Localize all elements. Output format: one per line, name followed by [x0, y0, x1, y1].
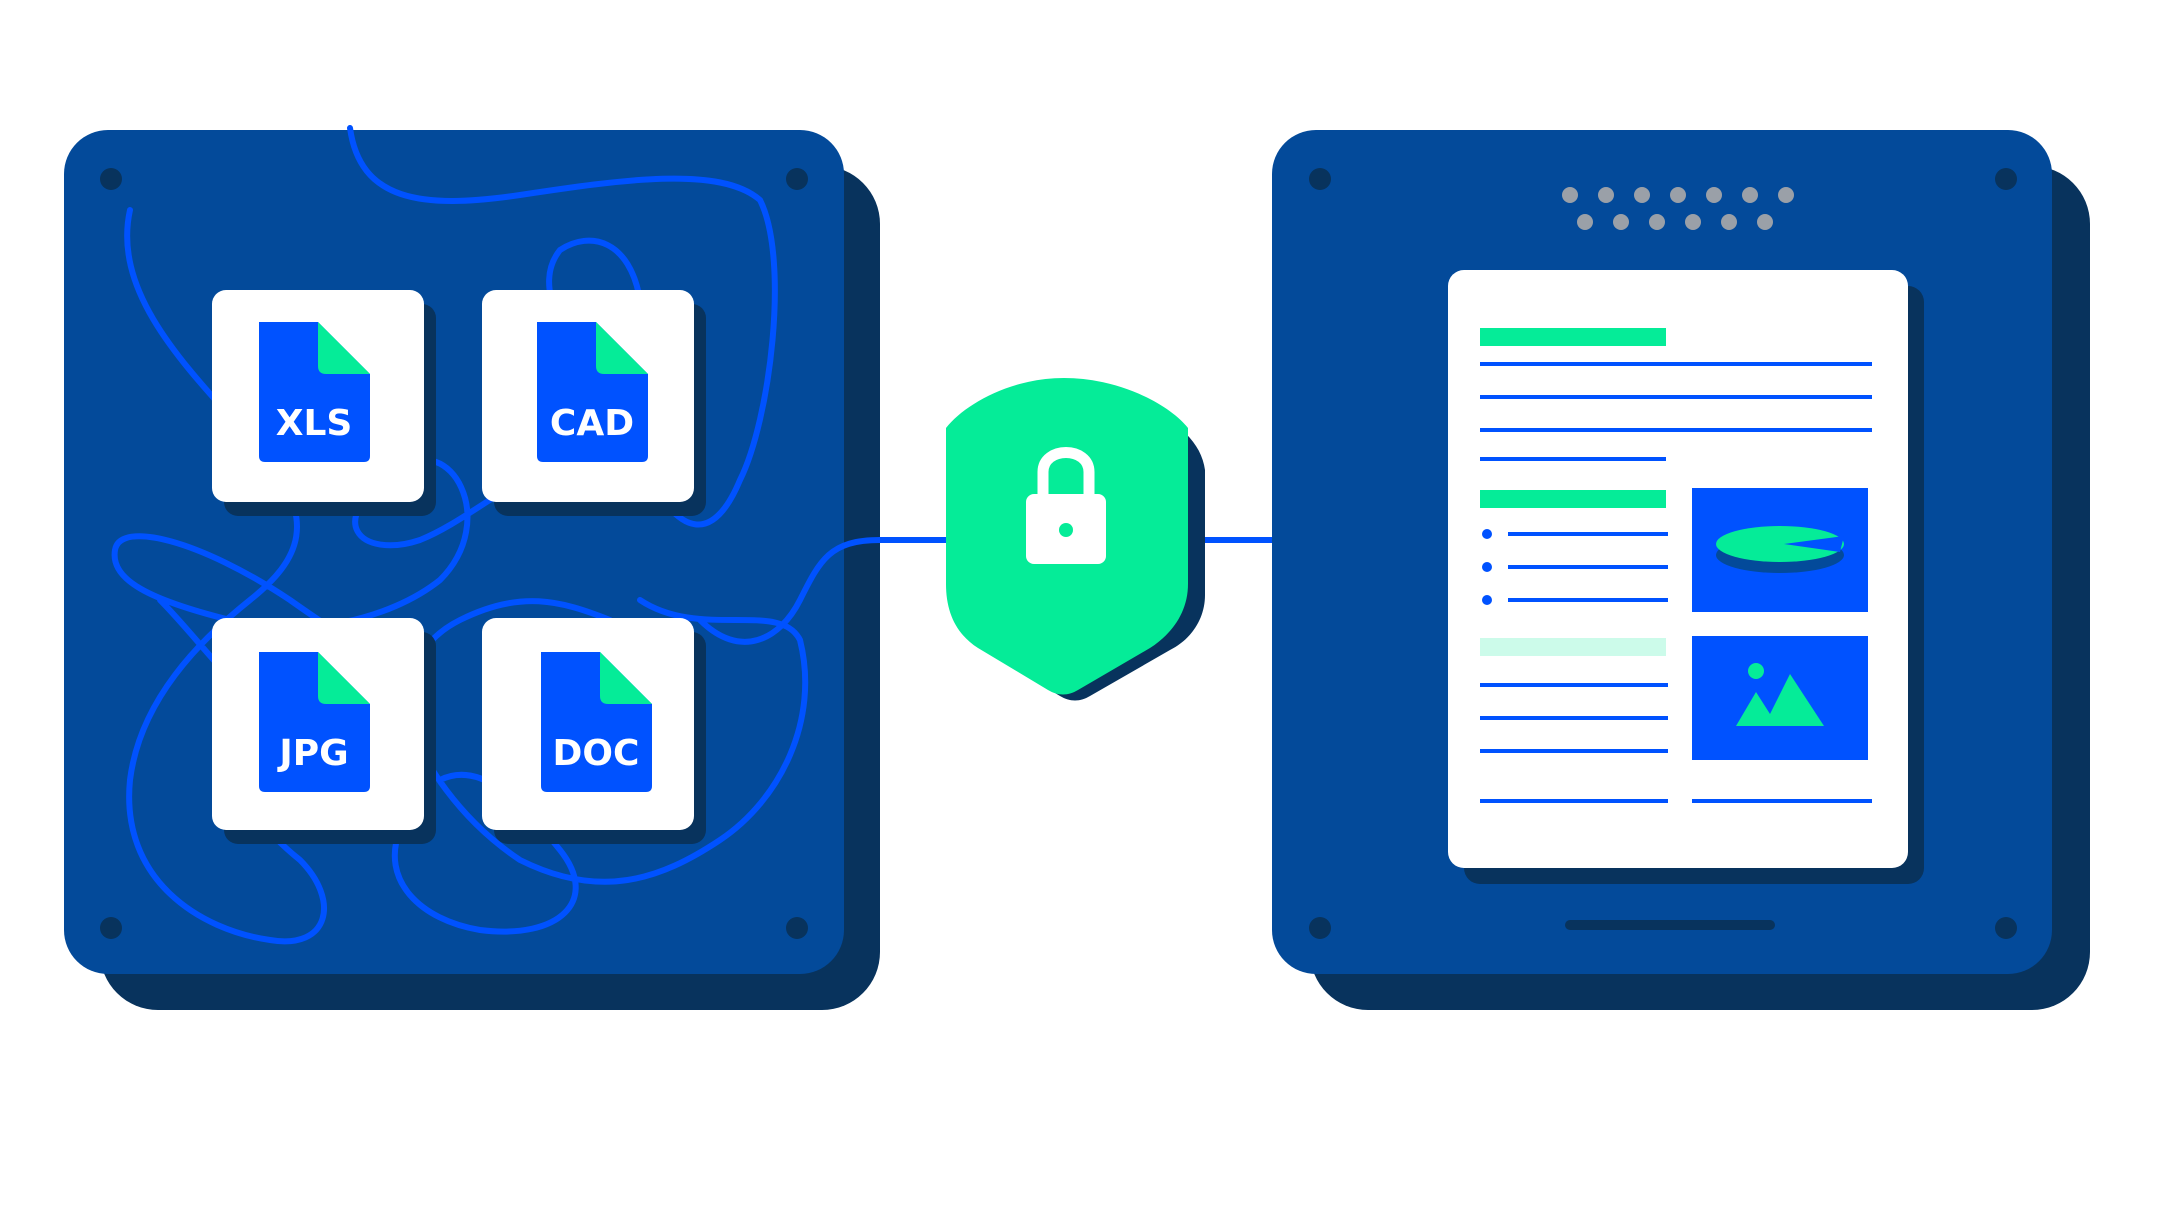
screw-top-left	[100, 168, 122, 190]
file-icon	[541, 652, 652, 792]
source-panel-face	[64, 130, 844, 974]
output-document[interactable]	[1448, 270, 1924, 884]
screw-top-right	[786, 168, 808, 190]
file-label: JPG	[276, 733, 348, 774]
screw-bottom-right	[786, 917, 808, 939]
file-card-xls[interactable]: XLS	[212, 290, 436, 516]
doc-heading-bar	[1480, 328, 1666, 346]
screw-top-right	[1995, 168, 2017, 190]
screw-top-left	[1309, 168, 1331, 190]
doc-bullet-list	[1482, 529, 1668, 605]
file-label: CAD	[550, 403, 634, 444]
output-panel	[1272, 130, 2090, 1010]
bottom-slot	[1565, 920, 1775, 930]
doc-subheading-bar	[1480, 490, 1666, 508]
image-thumbnail	[1692, 636, 1868, 760]
file-icon	[259, 652, 370, 792]
file-card-cad[interactable]: CAD	[482, 290, 706, 516]
doc-text-lines	[1480, 362, 1872, 461]
file-icon	[259, 322, 370, 462]
padlock-icon	[1026, 447, 1106, 564]
source-panel: XLS CAD JPG	[64, 125, 963, 1010]
file-card-doc[interactable]: DOC	[482, 618, 706, 844]
file-icon	[537, 322, 648, 462]
file-card-jpg[interactable]: JPG	[212, 618, 436, 844]
screw-bottom-left	[100, 917, 122, 939]
tangled-wire	[111, 125, 809, 945]
file-label: XLS	[276, 403, 353, 444]
doc-text-lines-2	[1480, 683, 1872, 803]
wire-to-lock	[697, 537, 963, 645]
chart-thumbnail	[1692, 488, 1868, 612]
screw-bottom-right	[1995, 917, 2017, 939]
security-shield[interactable]	[946, 378, 1205, 701]
doc-light-bar	[1480, 638, 1666, 656]
vent-dots	[1562, 187, 1794, 230]
pie-chart-icon	[1716, 526, 1844, 573]
screw-bottom-left	[1309, 917, 1331, 939]
mountain-image-icon	[1736, 663, 1824, 726]
file-label: DOC	[553, 733, 640, 774]
